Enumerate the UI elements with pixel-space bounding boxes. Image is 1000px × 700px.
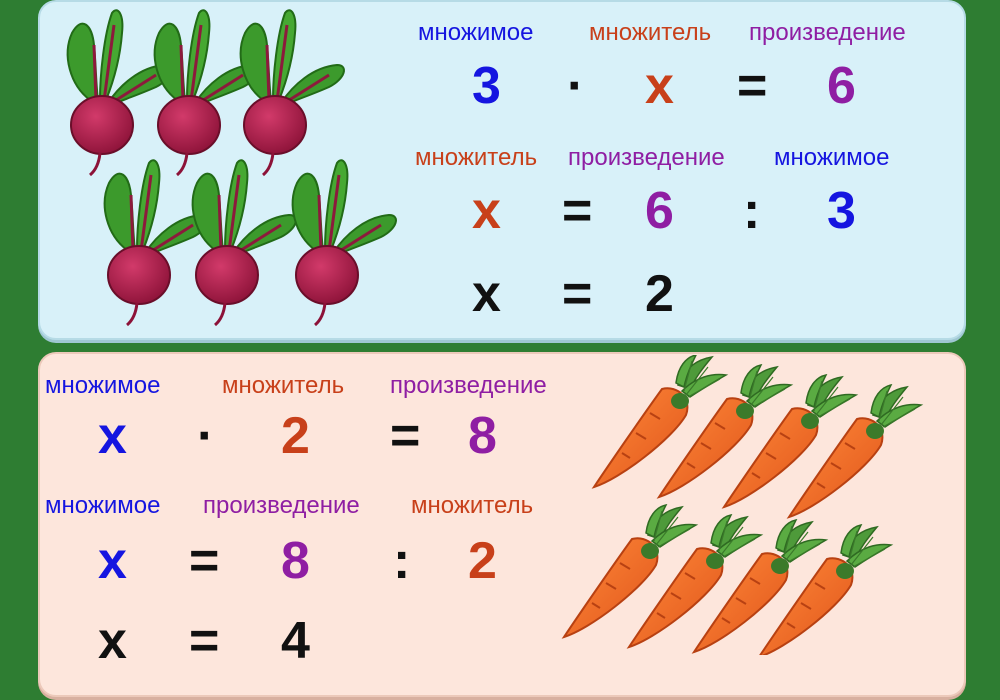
equation-term: 2 (468, 532, 497, 590)
equation-operator: · (567, 57, 585, 115)
equation-operator: = (189, 612, 220, 670)
label-product: произведение (203, 492, 360, 519)
label-multiplier: множитель (415, 144, 538, 171)
equation-operator: : (743, 182, 761, 240)
equation-term: 3 (827, 182, 856, 240)
label-multiplier: множитель (222, 372, 345, 399)
answer-value: 4 (281, 612, 310, 670)
equation-operator: : (393, 532, 411, 590)
equation-term: x (472, 182, 501, 240)
equation-term: 2 (281, 407, 310, 465)
equation-term: x (98, 532, 127, 590)
equation-operator: = (189, 532, 220, 590)
equation-term: 6 (645, 182, 674, 240)
label-multiplicand: множимое (45, 492, 161, 519)
beets-icon (66, 8, 398, 327)
equation-term: 8 (281, 532, 310, 590)
answer-variable: x (98, 612, 127, 670)
answer-variable: x (472, 265, 501, 323)
label-product: произведение (749, 19, 906, 46)
equation-operator: = (390, 407, 421, 465)
label-multiplier: множитель (411, 492, 534, 519)
label-multiplier: множитель (589, 19, 712, 46)
label-product: произведение (568, 144, 725, 171)
carrots-icon (563, 355, 922, 655)
equation-operator: = (562, 182, 593, 240)
label-multiplicand: множимое (774, 144, 890, 171)
label-product: произведение (390, 372, 547, 399)
equation-term: x (98, 407, 127, 465)
equation-term: 6 (827, 57, 856, 115)
equation-term: 8 (468, 407, 497, 465)
equation-term: 3 (472, 57, 501, 115)
bottom-panel (38, 352, 966, 697)
label-multiplicand: множимое (45, 372, 161, 399)
label-multiplicand: множимое (418, 19, 534, 46)
equation-operator: = (737, 57, 768, 115)
equation-operator: = (562, 265, 593, 323)
equation-term: x (645, 57, 674, 115)
equation-operator: · (197, 407, 215, 465)
answer-value: 2 (645, 265, 674, 323)
